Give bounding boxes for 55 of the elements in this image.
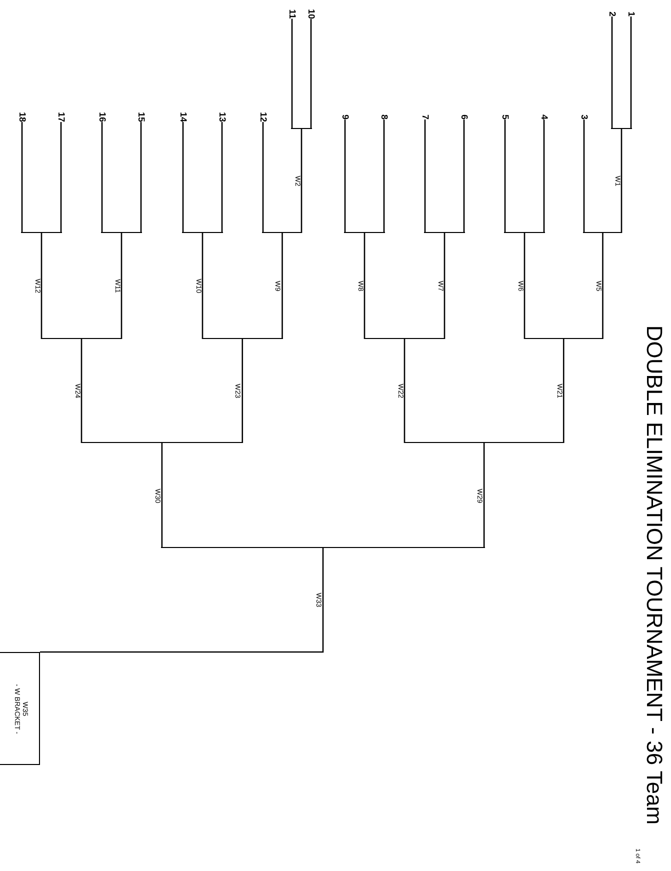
bracket-line: [562, 339, 564, 443]
bracket-line: [202, 233, 204, 339]
team-seed-number: 17: [56, 112, 66, 122]
team-seed-number: 7: [420, 114, 430, 120]
team-seed-number: 10: [306, 9, 316, 19]
bracket-line: [424, 120, 426, 233]
team-seed-number: 5: [500, 114, 510, 120]
team-seed-number: 12: [258, 112, 268, 122]
bracket-line: [80, 339, 82, 443]
bracket-line: [583, 120, 585, 233]
team-seed-number: 14: [178, 112, 188, 122]
bracket-line: [182, 122, 184, 233]
bracket-line: [262, 122, 264, 233]
team-seed-number: 1: [626, 12, 636, 16]
team-seed-number: 9: [340, 114, 350, 120]
team-seed-number: 13: [218, 112, 226, 122]
bracket-line: [444, 233, 446, 339]
bracket-line: [383, 120, 385, 233]
team-seed-number: 2: [608, 12, 616, 16]
bracket-line: [630, 16, 632, 129]
bracket-line: [310, 19, 312, 129]
bracket-line: [120, 233, 122, 339]
bracket-box: [0, 652, 40, 765]
bracket-line: [221, 122, 223, 233]
team-seed-number: 8: [380, 114, 388, 120]
bracket-line: [60, 122, 62, 233]
bracket-line: [40, 233, 42, 339]
bracket-line: [344, 120, 346, 233]
bracket-line: [21, 122, 23, 233]
bracket-line: [300, 129, 302, 233]
title: DOUBLE ELIMINATION TOURNAMENT - 36 Team: [643, 325, 665, 825]
bracket-line: [620, 129, 622, 233]
team-seed-number: 6: [460, 114, 468, 120]
bracket-line: [101, 122, 103, 233]
bracket-line: [483, 443, 485, 548]
bracket-line: [40, 548, 324, 653]
bracket-line: [504, 120, 506, 233]
bracket-line: [404, 339, 406, 443]
team-seed-number: 3: [580, 114, 588, 120]
team-seed-number: 11: [288, 9, 296, 19]
bracket-line: [524, 233, 526, 339]
bracket-line: [463, 120, 465, 233]
bracket-line: [364, 233, 366, 339]
team-seed-number: 16: [98, 112, 106, 122]
team-seed-number: 4: [540, 114, 548, 120]
bracket-line: [602, 233, 604, 339]
team-seed-number: 15: [136, 112, 146, 122]
team-seed-number: 18: [18, 112, 26, 122]
bracket-line: [291, 18, 293, 129]
bracket-line: [611, 16, 613, 129]
bracket-line: [543, 120, 545, 233]
bracket-line: [161, 443, 163, 548]
bracket-line: [140, 122, 142, 233]
bracket-line: [282, 233, 283, 339]
bracket-line: [242, 339, 244, 443]
